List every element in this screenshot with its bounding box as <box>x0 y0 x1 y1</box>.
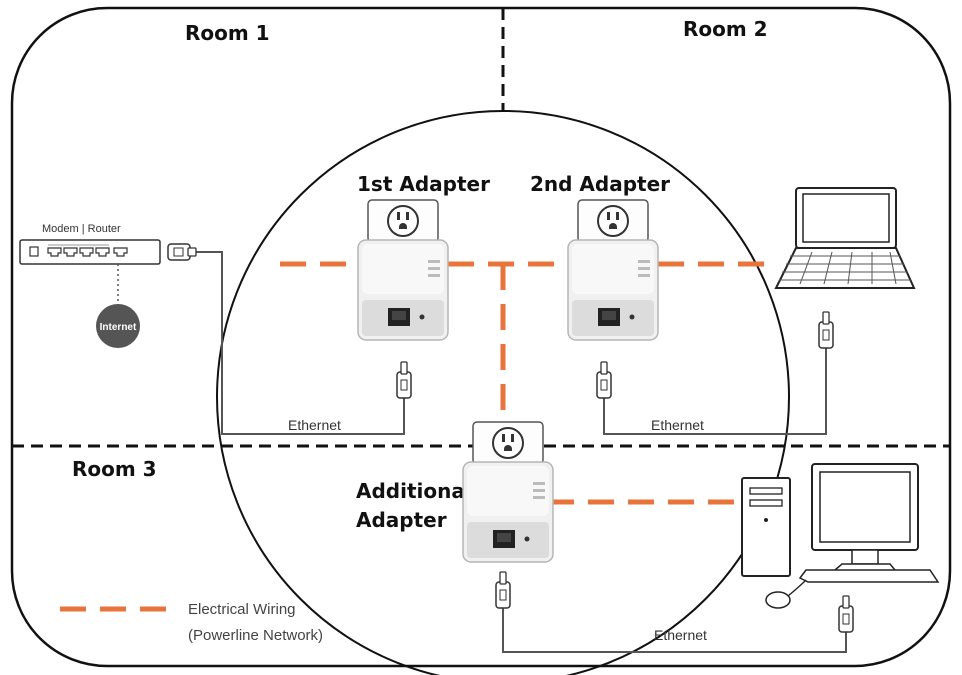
ethernet-label-2: Ethernet <box>651 417 704 433</box>
additional-adapter <box>462 421 554 563</box>
ethernet-plug-desktop-icon <box>838 595 854 633</box>
ethernet-plug-modem-icon <box>167 243 197 261</box>
modem-router-icon <box>19 239 161 265</box>
desktop-computer-icon <box>741 463 940 609</box>
modem-router-label: Modem | Router <box>42 223 121 235</box>
first-adapter <box>357 199 449 341</box>
ethernet-cable-desktop <box>502 608 847 653</box>
laptop-icon <box>774 187 916 289</box>
powerline-circle <box>216 110 790 675</box>
room-3-label: Room 3 <box>72 457 157 481</box>
ethernet-cable-modem <box>194 251 405 435</box>
first-adapter-label: 1st Adapter <box>357 172 490 196</box>
ethernet-label-1: Ethernet <box>288 417 341 433</box>
room-2-label: Room 2 <box>683 17 768 41</box>
ethernet-label-3: Ethernet <box>654 627 707 643</box>
ethernet-plug-additional-adapter-icon <box>495 571 511 609</box>
ethernet-cable-laptop <box>603 342 827 435</box>
ethernet-plug-laptop-icon <box>818 311 834 349</box>
second-adapter-label: 2nd Adapter <box>530 172 670 196</box>
ethernet-plug-second-adapter-icon <box>596 361 612 399</box>
internet-label: Internet <box>100 322 137 333</box>
room-1-label: Room 1 <box>185 21 270 45</box>
building-outline <box>10 6 952 668</box>
additional-adapter-label-line2: Adapter <box>356 508 447 532</box>
legend-label-line1: Electrical Wiring <box>188 601 296 618</box>
additional-adapter-label-line1: Additional <box>356 479 472 503</box>
legend-label-line2: (Powerline Network) <box>188 627 323 644</box>
second-adapter <box>567 199 659 341</box>
internet-globe-icon <box>96 304 140 348</box>
ethernet-plug-first-adapter-icon <box>396 361 412 399</box>
